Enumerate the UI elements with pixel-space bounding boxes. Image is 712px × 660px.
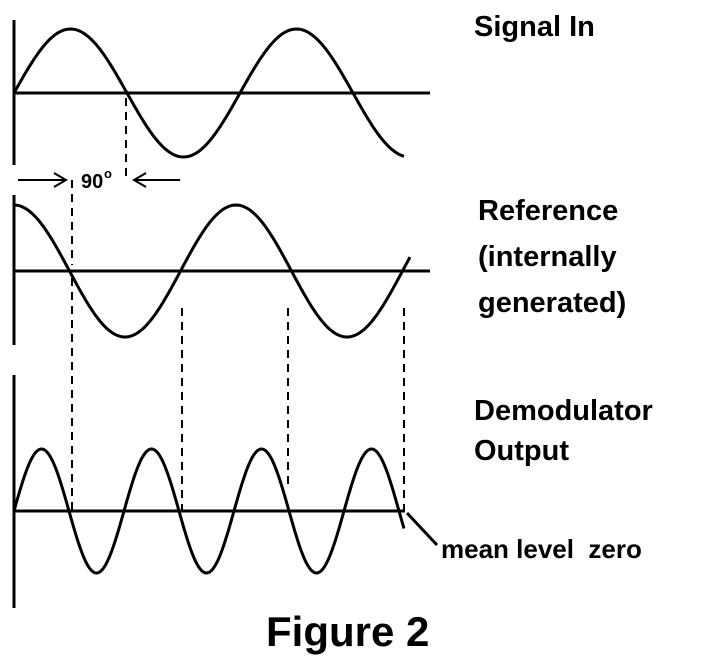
signal-in-label: Signal In (474, 11, 595, 43)
reference-label-line3: generated) (478, 287, 626, 319)
phase-degree-symbol: o (104, 166, 112, 181)
figure-caption: Figure 2 (266, 608, 429, 655)
reference-label-line2: (internally (478, 241, 617, 273)
phase-arrow-left (18, 172, 68, 188)
signal-in-waveform (12, 27, 405, 159)
mean-level-label: mean level zero (441, 534, 642, 564)
reference-waveform (13, 203, 412, 339)
phase-arrow-right (132, 172, 180, 188)
demod-label-line2: Output (474, 435, 569, 467)
demod-label-line1: Demodulator (474, 395, 653, 427)
phase-label: 90 (81, 171, 103, 193)
demodulator-output-waveform (12, 447, 406, 575)
mean-level-pointer (405, 511, 439, 547)
reference-label-line1: Reference (478, 195, 618, 227)
